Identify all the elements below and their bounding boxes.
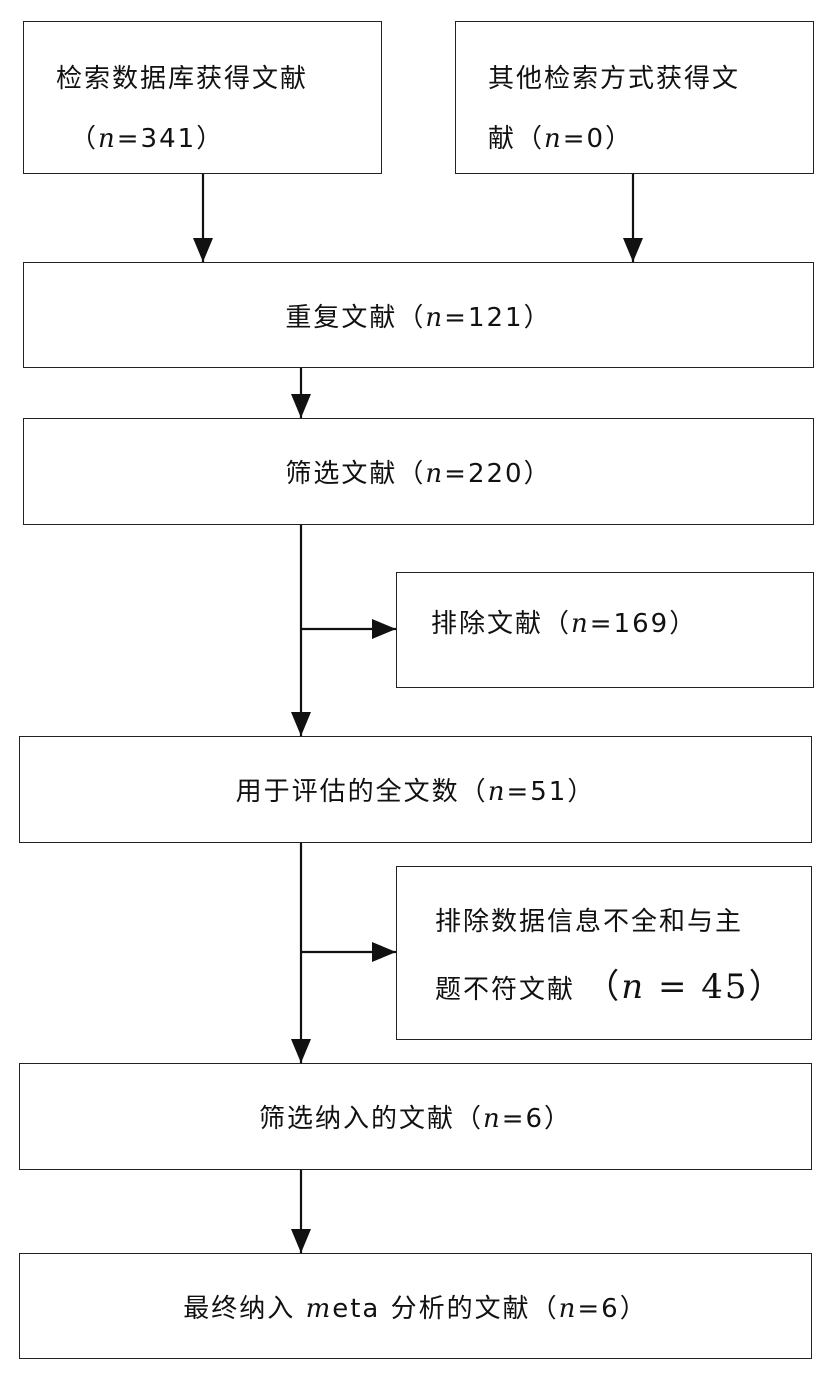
- included-label: 筛选纳入的文献（n=6）: [258, 1104, 573, 1134]
- duplicates-label: 重复文献（n=121）: [285, 303, 552, 333]
- final-meta-box: 最终纳入 meta 分析的文献（n=6）: [19, 1253, 812, 1359]
- arrowhead-exclude1: [372, 619, 396, 639]
- arrowhead-included: [291, 1229, 311, 1253]
- excluded-fulltext-box: 排除数据信息不全和与主 题不符文献 （n = 45）: [396, 866, 812, 1040]
- excluded-fulltext-count: 题不符文献 （n = 45）: [435, 967, 785, 1007]
- screened-box: 筛选文献（n=220）: [23, 418, 814, 525]
- other-sources-box: 其他检索方式获得文 献（n=0）: [455, 21, 814, 174]
- excluded-fulltext-reason: 排除数据信息不全和与主: [435, 907, 744, 937]
- fulltext-label: 用于评估的全文数（n=51）: [235, 777, 596, 807]
- database-records-label: 检索数据库获得文献: [56, 64, 309, 94]
- database-records-box: 检索数据库获得文献 （n=341）: [23, 21, 382, 174]
- database-records-count: （n=341）: [70, 124, 225, 154]
- arrowhead-db: [193, 238, 213, 262]
- fulltext-box: 用于评估的全文数（n=51）: [19, 736, 812, 843]
- included-box: 筛选纳入的文献（n=6）: [19, 1063, 812, 1170]
- excluded-records-box: 排除文献（n=169）: [396, 572, 814, 688]
- other-sources-label: 其他检索方式获得文: [488, 64, 741, 94]
- arrowhead-screen: [291, 712, 311, 736]
- final-meta-label: 最终纳入 meta 分析的文献（n=6）: [183, 1294, 648, 1324]
- other-sources-count: 献（n=0）: [488, 124, 634, 154]
- arrowhead-fulltext: [291, 1039, 311, 1063]
- excluded-records-label: 排除文献（n=169）: [431, 609, 698, 639]
- arrowhead-other: [623, 238, 643, 262]
- duplicates-box: 重复文献（n=121）: [23, 262, 814, 368]
- arrowhead-exclude2: [372, 942, 396, 962]
- arrowhead-dup: [291, 394, 311, 418]
- screened-label: 筛选文献（n=220）: [285, 459, 552, 489]
